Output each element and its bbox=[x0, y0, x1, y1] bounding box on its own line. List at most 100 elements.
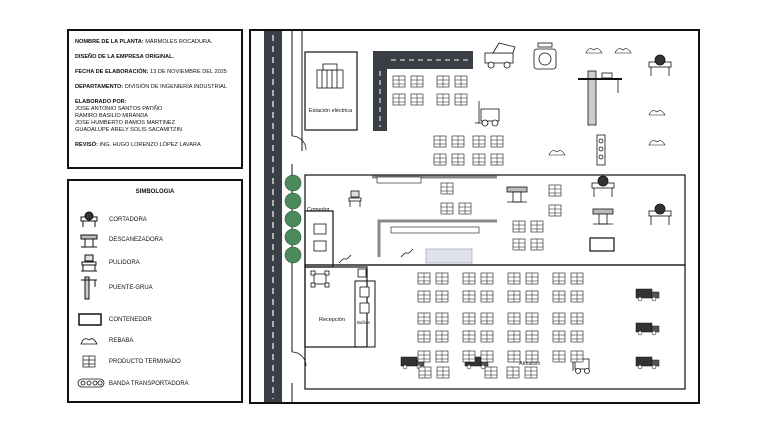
pallet-icon bbox=[451, 153, 465, 166]
pallet-icon bbox=[440, 182, 454, 195]
pallet-icon bbox=[82, 355, 96, 368]
pallet-icon bbox=[418, 366, 432, 379]
authors-label: ELABORADO POR: bbox=[75, 99, 127, 105]
pallet-icon bbox=[525, 290, 539, 303]
author-name: JOSE HUMBERTO RAMOS MARTINEZ bbox=[75, 120, 176, 126]
dept-label: DEPARTAMENTO: bbox=[75, 84, 124, 90]
pallet-icon bbox=[530, 238, 544, 251]
truck-icon bbox=[635, 356, 660, 370]
plant-name-label: NOMBRE DE LA PLANTA: bbox=[75, 39, 144, 45]
pallet-icon bbox=[552, 330, 566, 343]
pallet-icon bbox=[392, 75, 406, 88]
pallet-icon bbox=[525, 330, 539, 343]
toilet-icon bbox=[357, 268, 370, 314]
pallet-icon bbox=[524, 366, 538, 379]
pallet-icon bbox=[507, 350, 521, 363]
pulidora-icon bbox=[81, 254, 97, 272]
reviewed-label: REVISÓ: bbox=[75, 142, 99, 148]
pallet-icon bbox=[490, 135, 504, 148]
pallet-icon bbox=[548, 184, 562, 197]
pallet-icon bbox=[435, 290, 449, 303]
table-icon bbox=[310, 270, 330, 288]
pallet-icon bbox=[490, 153, 504, 166]
pallet-icon bbox=[392, 93, 406, 106]
pallet-icon bbox=[570, 350, 584, 363]
pallet-icon bbox=[410, 93, 424, 106]
pallet-icon bbox=[462, 312, 476, 325]
pulidora-icon bbox=[348, 190, 362, 207]
pallet-icon bbox=[436, 366, 450, 379]
water-tank bbox=[425, 248, 473, 264]
table-icon bbox=[313, 223, 327, 252]
pallet-icon bbox=[570, 330, 584, 343]
descanezadora-icon bbox=[506, 186, 528, 203]
transformer-icon bbox=[316, 63, 344, 89]
pallet-icon bbox=[480, 350, 494, 363]
pallet-icon bbox=[480, 312, 494, 325]
dining-label: Comedor bbox=[307, 207, 330, 213]
pallet-icon bbox=[525, 272, 539, 285]
scale-icon bbox=[533, 42, 557, 70]
conveyor-icon bbox=[77, 378, 105, 388]
pallet-icon bbox=[462, 290, 476, 303]
legend-label: CONTENEDOR bbox=[109, 317, 152, 323]
pallet-icon bbox=[552, 272, 566, 285]
pallet-icon bbox=[417, 330, 431, 343]
pallet-icon bbox=[480, 290, 494, 303]
pallet-icon bbox=[458, 202, 472, 215]
crane-icon bbox=[578, 70, 622, 126]
pallet-icon bbox=[462, 330, 476, 343]
legend-label: CORTADORA bbox=[109, 217, 147, 223]
pallet-icon bbox=[454, 75, 468, 88]
rebaba-icon bbox=[80, 338, 98, 345]
pallet-icon bbox=[525, 350, 539, 363]
plant-layout: Estación eléctrica Comedor Recepción Bañ… bbox=[249, 29, 700, 404]
truck-icon bbox=[635, 288, 660, 302]
pallet-icon bbox=[417, 312, 431, 325]
conveyor-icon bbox=[376, 176, 480, 234]
rebaba-icon bbox=[548, 48, 666, 156]
pallet-icon bbox=[552, 350, 566, 363]
pallet-group bbox=[392, 75, 584, 379]
plant-name: MÁRMOLES ROCADURA. bbox=[145, 39, 213, 45]
legend-label: DESCANEZADORA bbox=[109, 237, 164, 243]
plant-drawing bbox=[264, 31, 686, 402]
pallet-icon bbox=[417, 350, 431, 363]
author-name: GUADALUPE ARELY SOLIS SACAMITZIN bbox=[75, 127, 183, 133]
dining-room bbox=[304, 210, 334, 268]
electric-station-label: Estación eléctrica bbox=[309, 108, 353, 114]
pallet-icon bbox=[552, 290, 566, 303]
pallet-icon bbox=[506, 366, 520, 379]
pallet-icon bbox=[507, 290, 521, 303]
pallet-icon bbox=[454, 93, 468, 106]
saw-icon bbox=[80, 211, 98, 227]
tree-icon bbox=[284, 174, 302, 264]
legend-label: PUENTE-GRUA bbox=[109, 285, 153, 291]
pallet-icon bbox=[484, 366, 498, 379]
reception-label: Recepción bbox=[319, 317, 345, 323]
pallet-icon bbox=[433, 153, 447, 166]
pallet-icon bbox=[436, 93, 450, 106]
author-name: JOSE ANTONIO SANTOS PATIÑO bbox=[75, 106, 163, 112]
date-label: FECHA DE ELABORACIÓN: bbox=[75, 69, 149, 75]
pallet-icon bbox=[512, 238, 526, 251]
descanezadora-icon bbox=[80, 234, 98, 248]
legend-label: BANDA TRANSPORTADORA bbox=[109, 381, 189, 387]
stair-icon bbox=[338, 248, 414, 264]
pallet-icon bbox=[417, 290, 431, 303]
pallet-icon bbox=[436, 75, 450, 88]
legend-label: PRODUCTO TERMINADO bbox=[109, 359, 181, 365]
pallet-icon bbox=[435, 272, 449, 285]
pallet-icon bbox=[530, 220, 544, 233]
pallet-icon bbox=[433, 135, 447, 148]
pallet-icon bbox=[462, 350, 476, 363]
reviewed-value: ING. HUGO LORENZO LÓPEZ LAVARA bbox=[99, 142, 201, 148]
dept-value: DIVISIÓN DE INGENIERÍA INDUSTRIAL bbox=[124, 84, 227, 90]
legend-icons bbox=[77, 211, 105, 388]
pallet-icon bbox=[435, 312, 449, 325]
pallet-icon bbox=[472, 135, 486, 148]
info-panel: NOMBRE DE LA PLANTA: MÁRMOLES ROCADURA. … bbox=[67, 29, 243, 169]
design-label: DISEÑO DE LA EMPRESA ORIGINAL. bbox=[75, 54, 175, 60]
legend-panel: SIMBOLOGIA bbox=[67, 179, 243, 403]
date-value: 13 DE NOVIEMBRE DEL 2025 bbox=[150, 69, 227, 75]
